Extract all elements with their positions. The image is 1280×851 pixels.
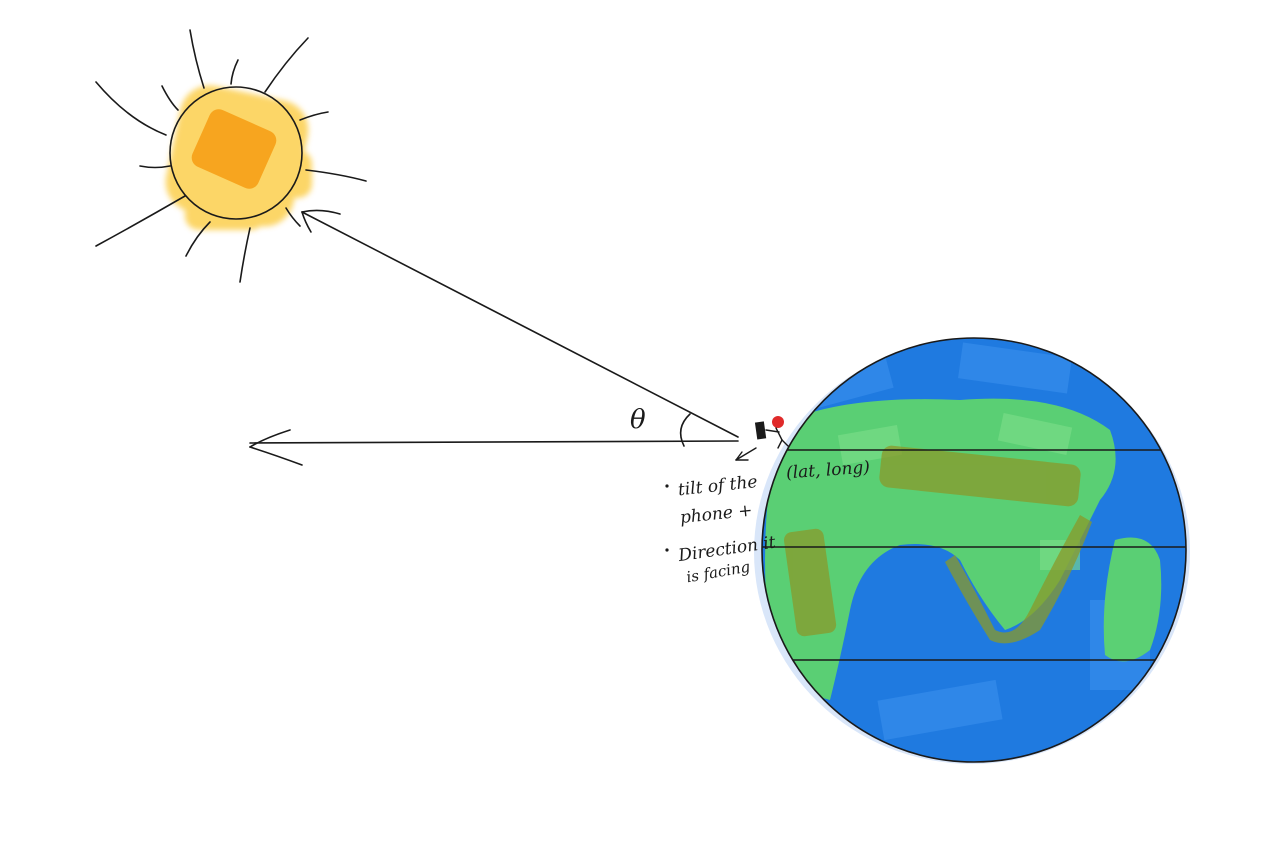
earth-highlands (783, 445, 1092, 644)
sun-outline (169, 86, 303, 220)
note-bullet (665, 484, 669, 488)
horizon-arrow (249, 429, 739, 466)
angle-arc (679, 413, 691, 447)
sun-rays (95, 29, 367, 283)
note-line-1: tilt of the (677, 472, 758, 500)
person-with-phone-icon (754, 416, 789, 449)
sun-direction-arrow (301, 209, 739, 438)
earth-icon (754, 337, 1190, 764)
sun-core (191, 109, 277, 189)
earth-outline (761, 337, 1187, 763)
angle-marker: θ (630, 405, 691, 447)
earth-latitude-lines (762, 449, 1186, 661)
phone-icon (754, 421, 767, 440)
angle-theta-label: θ (630, 405, 646, 435)
note-pointer-arrow (735, 447, 757, 461)
note-line-2: phone + (679, 501, 753, 528)
person-head (772, 416, 784, 428)
sun-icon (95, 29, 367, 283)
note-bullet (665, 548, 669, 552)
